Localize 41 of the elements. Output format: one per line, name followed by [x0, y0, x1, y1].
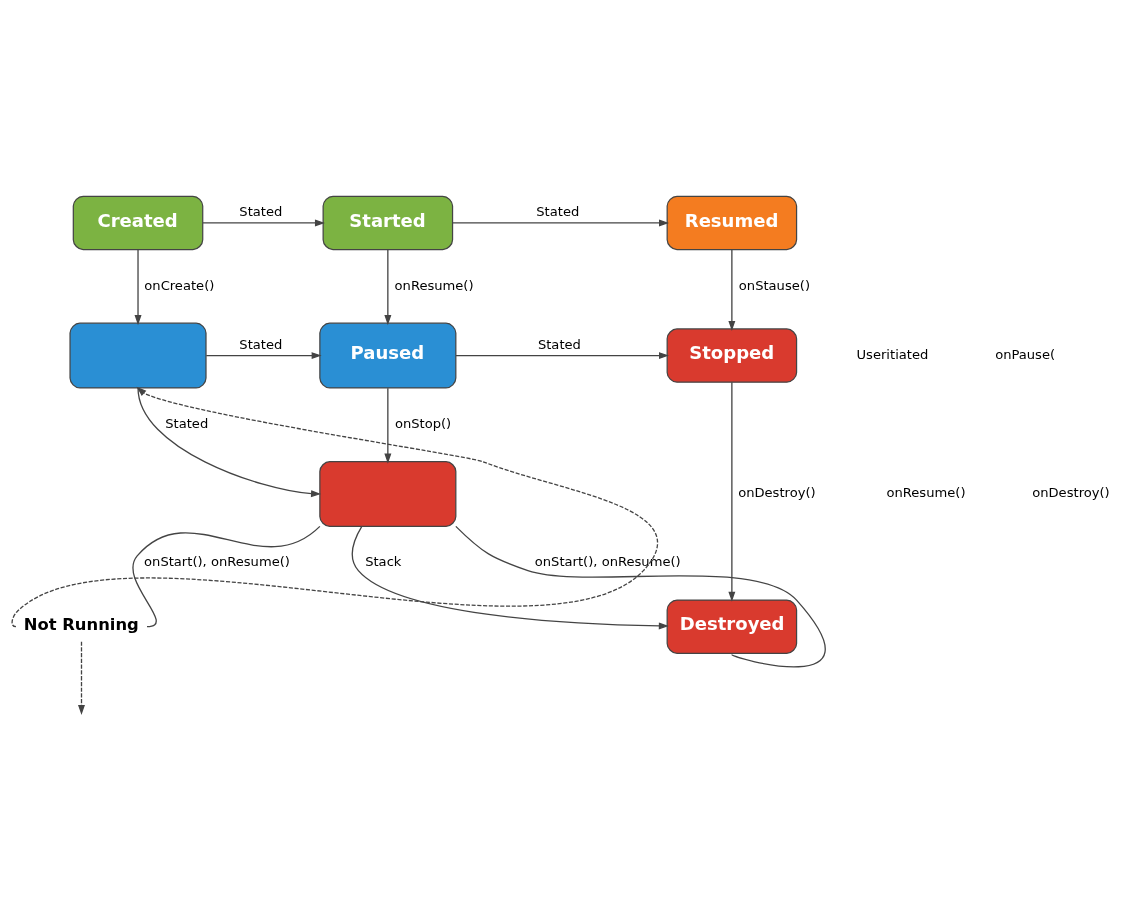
node-box: Stopped	[666, 328, 798, 383]
arrow	[728, 248, 736, 331]
node-box	[319, 461, 457, 527]
arrow	[384, 248, 392, 326]
edge-label: Stated	[239, 204, 283, 220]
arrow	[137, 387, 321, 498]
arrow	[11, 386, 659, 628]
node-box: Created	[72, 195, 204, 251]
edge-label: onDestroy()	[738, 485, 816, 501]
label: onPause(	[995, 346, 1056, 362]
edge-label: onStart(), onResume()	[534, 554, 681, 570]
arrow	[384, 387, 392, 464]
node-box: Paused	[319, 322, 457, 389]
arrow	[351, 525, 669, 630]
edge-label: Stated	[536, 204, 580, 220]
node-box	[69, 322, 207, 389]
connector	[455, 525, 826, 668]
arrow	[452, 219, 669, 227]
arrow	[205, 352, 322, 360]
node-text: Not Running	[23, 614, 139, 634]
edge-label: Stated	[165, 415, 209, 431]
edge-label: onStause()	[738, 277, 811, 293]
arrow	[728, 381, 736, 602]
node-box: Destroyed	[666, 599, 798, 654]
edge-label: onStop()	[394, 415, 452, 431]
label: onDestroy()	[1032, 485, 1110, 501]
node-box: Started	[322, 195, 454, 251]
arrow	[78, 641, 85, 715]
edge-label: Stated	[537, 336, 581, 352]
arrow	[134, 248, 142, 326]
label: onResume()	[886, 485, 966, 501]
arrow	[455, 352, 670, 360]
edge-label: Stated	[239, 336, 283, 352]
connector	[132, 525, 321, 628]
arrow	[202, 219, 325, 227]
edge-label: onCreate()	[144, 277, 215, 293]
edge-label: onStart(), onResume()	[144, 554, 290, 570]
edge-label: Stack	[365, 554, 402, 570]
label: Useritiated	[856, 346, 929, 362]
node-box: Resumed	[666, 195, 798, 251]
edge-label: onResume()	[394, 277, 474, 293]
